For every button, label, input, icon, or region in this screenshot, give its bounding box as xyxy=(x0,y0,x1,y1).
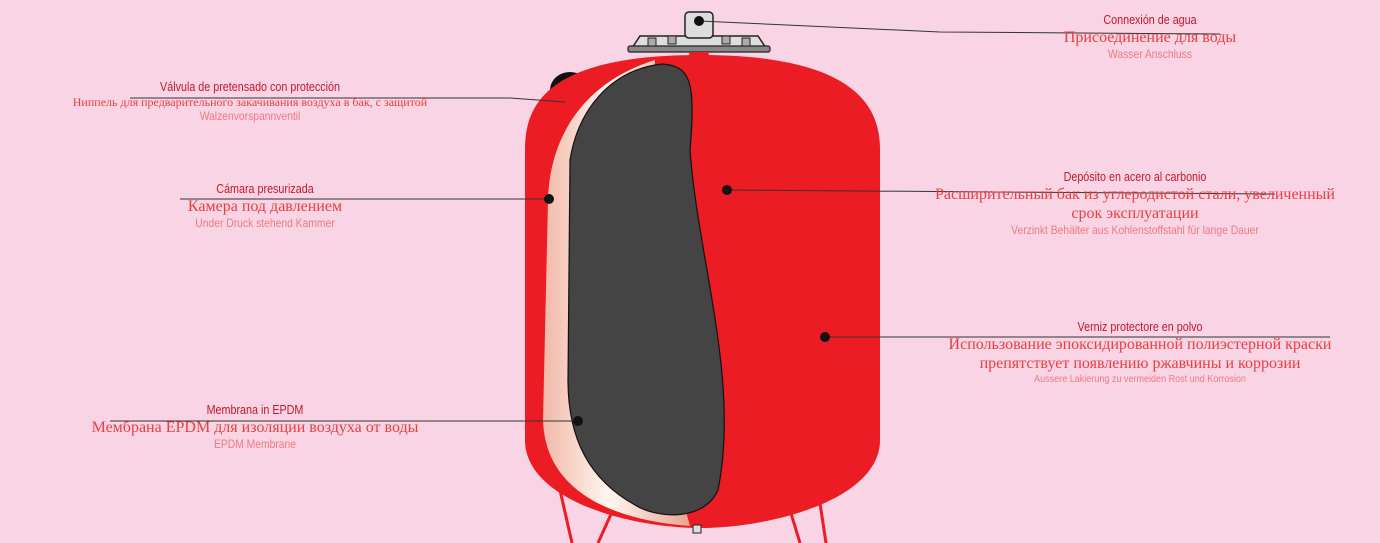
protective-paint-de: Aussere Lakierung zu vermeiden Rost und … xyxy=(1034,373,1246,386)
dot-pressurized-chamber xyxy=(544,194,554,204)
carbon-steel-ru-1: Расширительный бак из углеродистой стали… xyxy=(935,186,1335,203)
callout-dots xyxy=(544,16,830,426)
protective-paint-ru-1: Использование эпоксидированной полиэстер… xyxy=(948,336,1332,353)
protective-paint-ru-2: препятствует появлению ржавчины и корроз… xyxy=(979,355,1301,373)
pressurized-chamber-ru: Камера под давлением xyxy=(187,198,343,215)
pretension-valve-ru: Ниппель для предварительного закачивания… xyxy=(72,95,428,109)
epdm-membrane-ru: Мембрана EPDM для изоляции воздуха от во… xyxy=(91,419,419,436)
carbon-steel-ru-2: срок эксплуатации xyxy=(1071,205,1199,223)
dot-protective-paint xyxy=(820,332,830,342)
pressurized-chamber-es: Cámara presurizada xyxy=(216,182,314,196)
callout-epdm-membrane: Membrana in EPDM Мембрана EPDM для изоля… xyxy=(20,403,490,452)
water-connection-ru: Присоединение для воды xyxy=(1063,29,1237,46)
dot-carbon-steel xyxy=(722,185,732,195)
epdm-membrane-de: EPDM Membrane xyxy=(213,437,297,452)
pressurized-chamber-de: Under Druck stehend Kammer xyxy=(195,216,335,231)
water-connection-de: Wasser Anschluss xyxy=(1108,47,1192,62)
water-connection-es: Connexión de agua xyxy=(1103,13,1197,27)
pretension-valve-es: Válvula de pretensado con protección xyxy=(160,80,340,94)
callout-pretension-valve: Válvula de pretensado con protección Нип… xyxy=(0,80,500,124)
membrane-shape xyxy=(567,63,725,516)
callout-protective-paint: Verniz protectore en polvo Использование… xyxy=(900,320,1380,386)
pretension-valve-de: Walzenvorspannventil xyxy=(199,109,301,124)
drain-plug xyxy=(692,524,702,534)
dot-epdm-membrane xyxy=(573,416,583,426)
callout-pressurized-chamber: Cámara presurizada Камера под давлением … xyxy=(120,182,410,231)
protective-paint-es: Verniz protectore en polvo xyxy=(1077,320,1203,334)
callout-carbon-steel-tank: Depósito en acero al carbonio Расширител… xyxy=(890,170,1380,238)
carbon-steel-de: Verzinkt Behälter aus Kohlenstoffstahl f… xyxy=(1011,223,1259,238)
carbon-steel-es: Depósito en acero al carbonio xyxy=(1063,170,1207,184)
callout-water-connection: Connexión de agua Присоединение для воды… xyxy=(1000,13,1300,62)
dot-water-connection xyxy=(694,16,704,26)
epdm-membrane-es: Membrana in EPDM xyxy=(206,403,304,417)
leader-lines xyxy=(110,20,1330,422)
